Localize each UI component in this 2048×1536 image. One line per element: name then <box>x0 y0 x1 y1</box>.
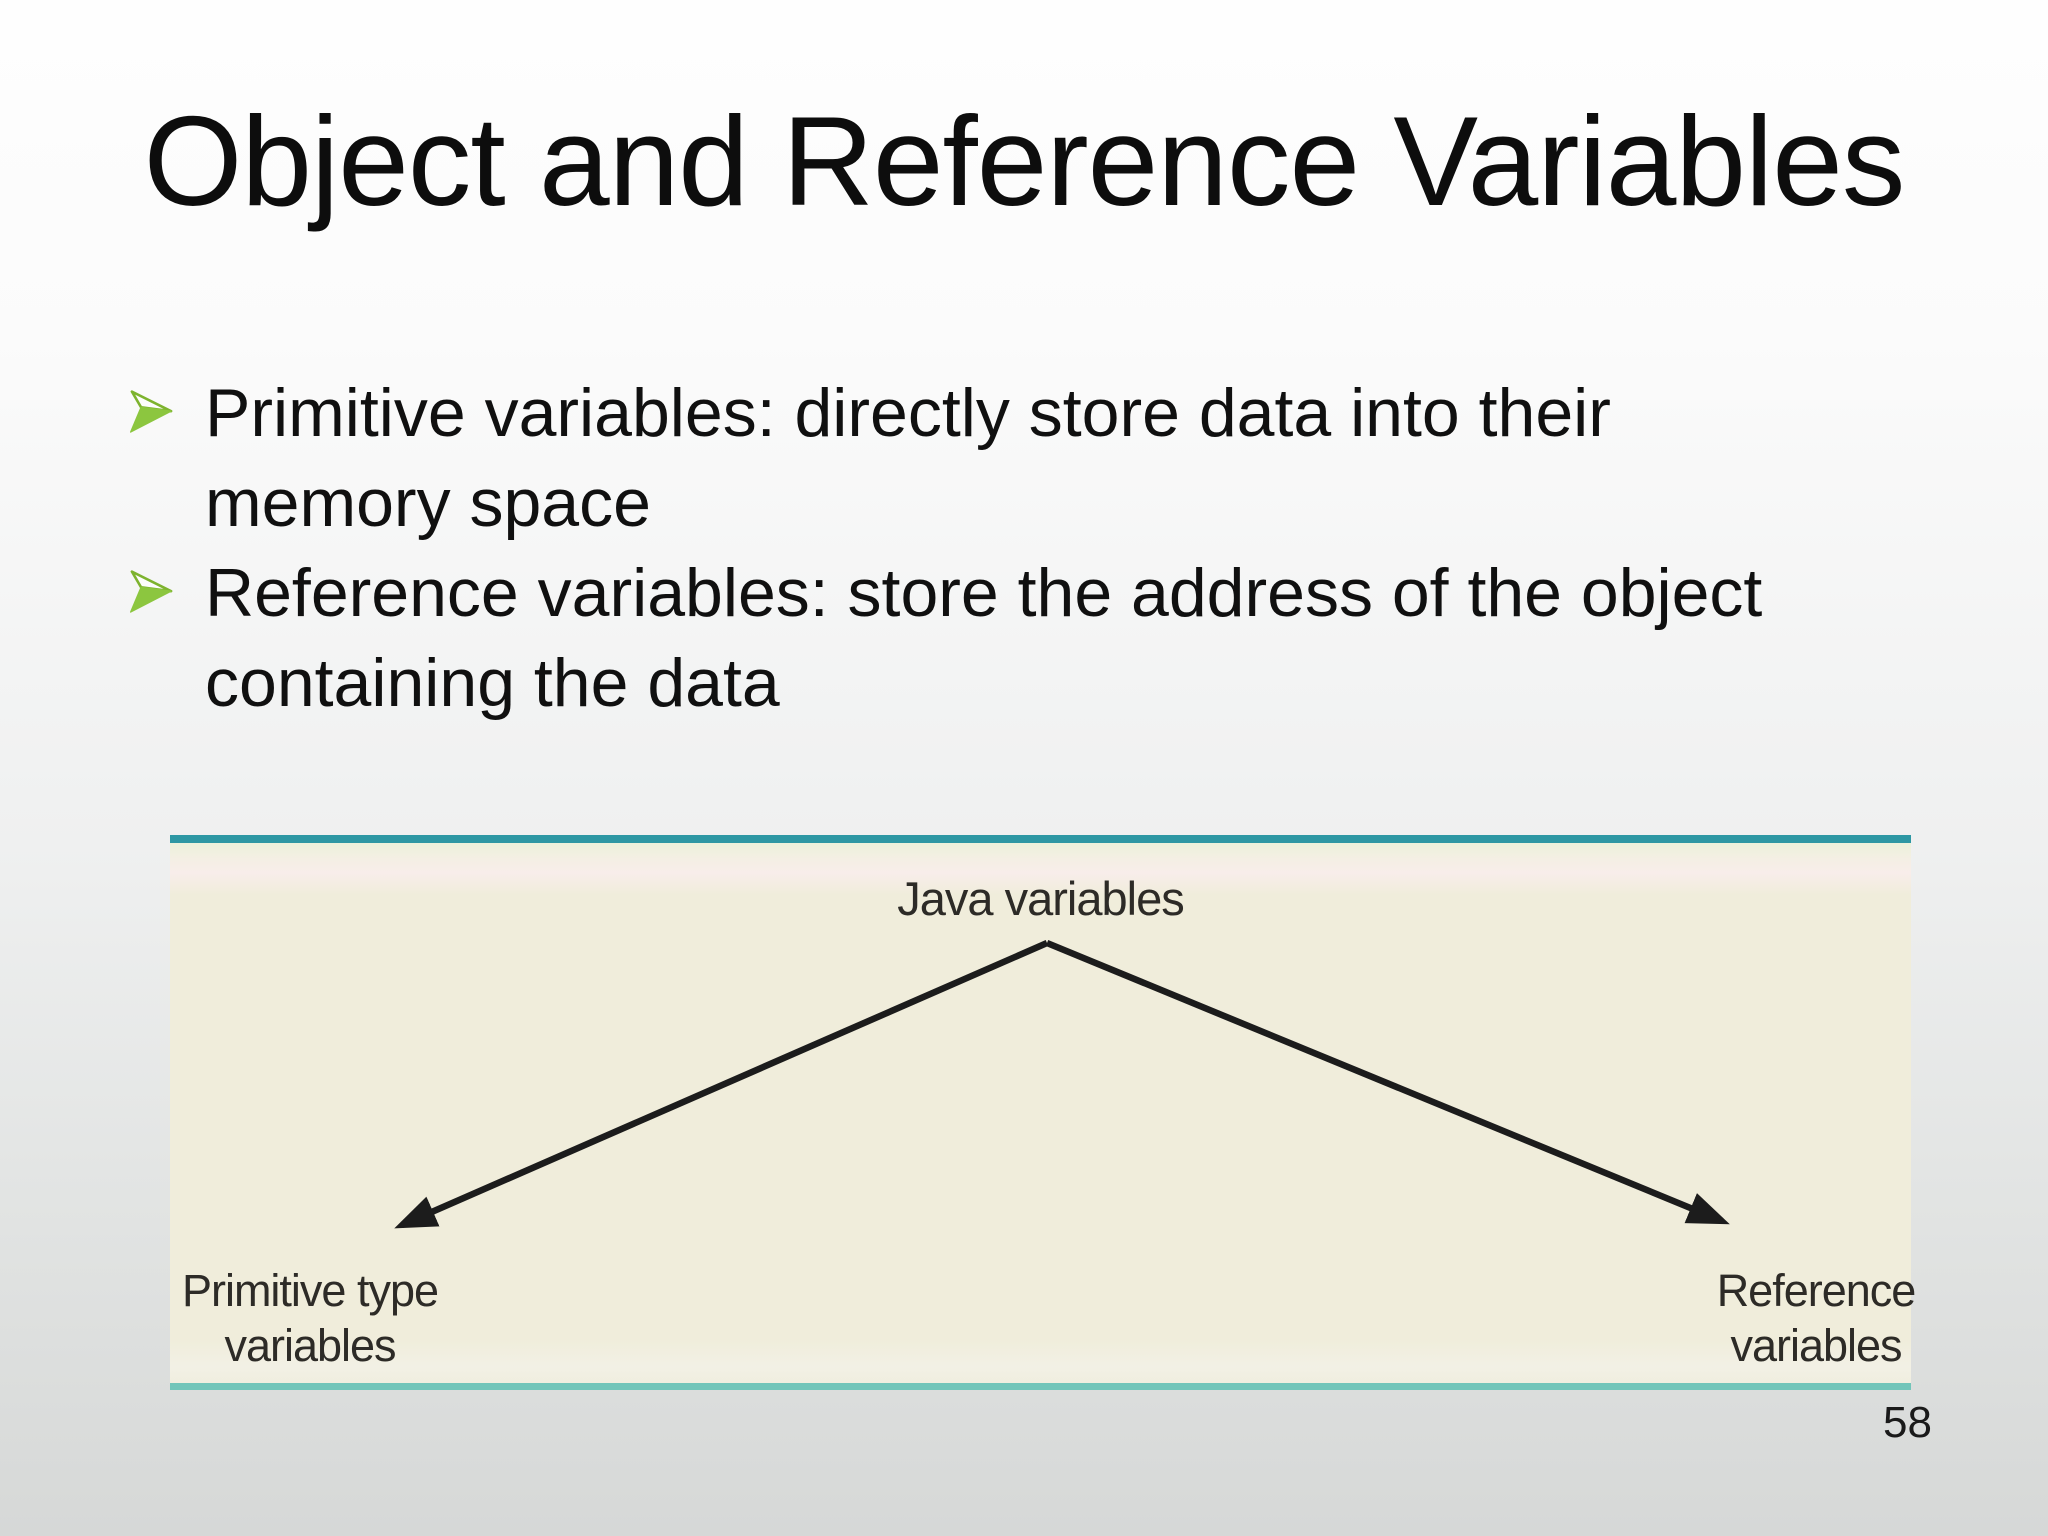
figure-panel: Java variables Primitive type variables … <box>170 835 1916 1390</box>
bullet-list: Primitive variables: directly store data… <box>128 368 1948 728</box>
bullet-line: containing the data <box>205 645 780 721</box>
bullet-line: Primitive variables: directly store data… <box>205 375 1611 451</box>
bullet-line: memory space <box>205 465 651 541</box>
tree-edge-left <box>394 940 1049 1229</box>
bullet-item: Primitive variables: directly store data… <box>128 368 1948 548</box>
label-line: Reference <box>1716 1265 1917 1316</box>
label-line: Primitive type <box>181 1265 439 1316</box>
left-leaf-label: Primitive type variables <box>170 1263 450 1373</box>
right-leaf-label: Reference variables <box>1676 1263 1956 1373</box>
label-line: variables <box>224 1320 396 1371</box>
label-line: variables <box>1730 1320 1902 1371</box>
tree-edge-right <box>1045 939 1730 1225</box>
root-node-label: Java variables <box>897 872 1184 925</box>
arrow-bullet-icon <box>129 570 173 613</box>
bullet-item: Reference variables: store the address o… <box>128 548 1948 728</box>
arrow-bullet-icon <box>129 390 173 433</box>
page-number: 58 <box>1883 1398 1932 1447</box>
bullet-text: Primitive variables: directly store data… <box>205 368 1611 548</box>
tree-edges-svg <box>394 939 1730 1229</box>
bullet-line: Reference variables: store the address o… <box>205 555 1763 631</box>
page-title: Object and Reference Variables <box>143 90 1906 232</box>
bullet-text: Reference variables: store the address o… <box>205 548 1762 728</box>
